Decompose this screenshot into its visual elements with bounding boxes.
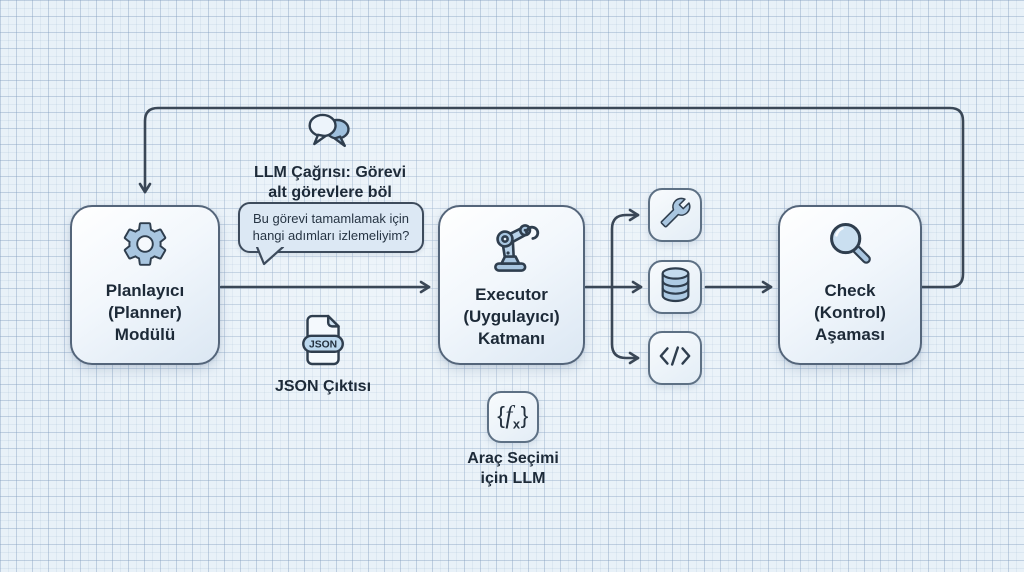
check-label-line1: Check (824, 281, 876, 300)
prompt-line1: Bu görevi tamamlamak için (252, 211, 410, 226)
code-tool-box (648, 331, 702, 385)
database-icon (659, 266, 692, 308)
robot-arm-icon (484, 218, 540, 279)
json-badge-text: JSON (308, 340, 336, 351)
executor-label-line1: Executor (475, 285, 548, 304)
json-output-annotation: JSON JSON Çıktısı (253, 313, 393, 397)
prompt-line2: hangi adımları izlemeliyim? (252, 228, 410, 244)
planner-label-line2: (Planner) (108, 303, 182, 323)
planner-label-line1: Planlayıcı (105, 281, 185, 300)
fx-subscript: x (512, 416, 521, 432)
executor-split-bottom-arrow (610, 285, 640, 365)
planner-label-line3: Modülü (114, 325, 176, 345)
planner-label: Planlayıcı (Planner) Modülü (106, 280, 184, 346)
wrench-tool-box (648, 188, 702, 242)
json-file-icon: JSON (300, 314, 347, 372)
llm-call-label-line1: LLM Çağrısı: Görevi (253, 164, 407, 181)
tool-selector-annotation: Araç Seçimi için LLM (437, 449, 589, 490)
code-icon (658, 344, 692, 373)
prompt-speech-bubble: Bu görevi tamamlamak için hangi adımları… (238, 202, 424, 266)
executor-label: Executor (Uygulayıcı) Katmanı (463, 284, 559, 350)
check-label-line2: (Kontrol) (814, 303, 886, 323)
fx-letter: f (505, 402, 513, 430)
fx-open-brace: { (497, 402, 506, 429)
speech-bubble-tail (256, 247, 285, 266)
magnifier-icon (824, 218, 876, 275)
executor-split-top-arrow (610, 208, 640, 289)
check-label: Check (Kontrol) Aşaması (814, 280, 886, 346)
json-output-label: JSON Çıktısı (274, 378, 372, 395)
check-node: Check (Kontrol) Aşaması (778, 205, 922, 365)
executor-label-line2: (Uygulayıcı) (463, 307, 560, 327)
tool-selector-label-line1: Araç Seçimi (467, 450, 559, 467)
fx-close-brace: } (520, 402, 529, 429)
check-label-line3: Aşaması (815, 325, 885, 345)
llm-call-label-line2: alt görevlere böl (268, 184, 392, 202)
chat-bubbles-icon (306, 113, 354, 158)
llm-call-annotation: LLM Çağrısı: Görevi alt görevlere böl (230, 110, 430, 204)
executor-label-line3: Katmanı (477, 329, 546, 349)
function-icon: {fx} (497, 402, 529, 432)
llm-call-label: LLM Çağrısı: Görevi alt görevlere böl (230, 163, 430, 204)
database-tool-box (648, 260, 702, 314)
planner-node: Planlayıcı (Planner) Modülü (70, 205, 220, 365)
wrench-icon (660, 197, 691, 233)
gear-icon (119, 218, 171, 275)
tool-selector-label: Araç Seçimi için LLM (437, 449, 589, 490)
tool-selector-label-line2: için LLM (480, 470, 546, 488)
executor-node: Executor (Uygulayıcı) Katmanı (438, 205, 585, 365)
function-icon-box: {fx} (487, 391, 539, 443)
